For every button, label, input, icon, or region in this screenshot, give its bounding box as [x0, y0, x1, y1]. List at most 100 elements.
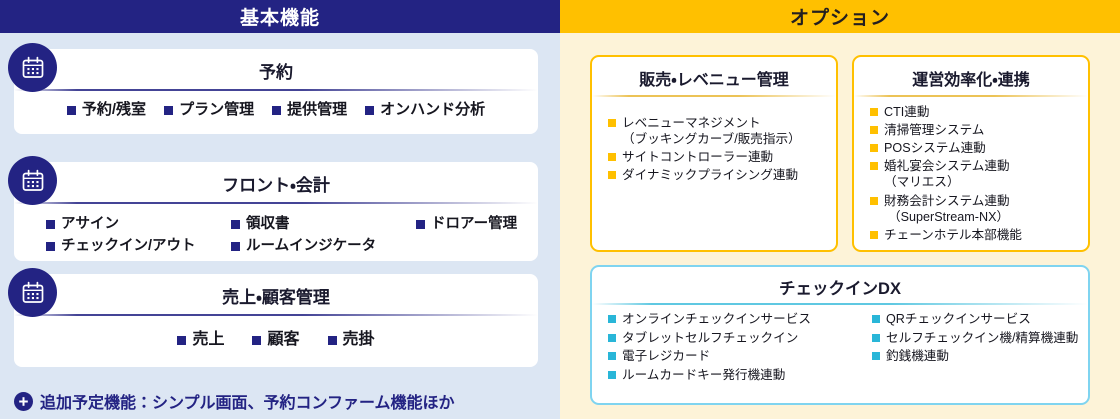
list-item: 電子レジカード — [608, 348, 868, 364]
card-title-checkin-dx: チェックインDX — [779, 280, 901, 298]
card-title-sales-customer: 売上・顧客管理 — [222, 288, 330, 307]
square-bullet-icon — [608, 370, 616, 379]
square-bullet-icon — [164, 106, 174, 115]
list-item: レベニューマネジメント （ブッキングカーブ/販売指示） — [608, 115, 826, 147]
list-item-label: CTI連動 — [884, 105, 930, 119]
square-bullet-icon — [252, 336, 262, 345]
list-item-main: 財務会計システム連動 — [884, 193, 1010, 208]
square-bullet-icon — [365, 106, 375, 115]
square-bullet-icon — [177, 336, 187, 345]
list-item: 予約/残室 — [66, 100, 147, 119]
calendar-icon — [8, 268, 57, 317]
square-bullet-icon — [608, 119, 616, 127]
list-item-label: オンラインチェックインサービス — [622, 312, 811, 326]
list-item: オンラインチェックインサービス — [608, 311, 868, 327]
list-item: 財務会計システム連動 （SuperStream-NX） — [870, 193, 1078, 225]
feature-list-reservation: 予約/残室 プラン管理 提供管理 オンハンド分析 — [28, 100, 524, 119]
list-item-label: POSシステム連動 — [884, 141, 986, 156]
square-bullet-icon — [327, 336, 337, 345]
card-title-operational-efficiency: 運営効率化・連携 — [912, 72, 1030, 89]
square-bullet-icon — [608, 315, 616, 323]
square-bullet-icon — [608, 171, 616, 180]
list-item-sub: （マリエス） — [884, 175, 960, 190]
list-item: チェックイン/アウト — [46, 237, 231, 256]
list-item: セルフチェックイン機/精算機連動 — [872, 330, 1080, 346]
card-checkin-dx[interactable]: チェックインDX オンラインチェックインサービス タブレットセルフチェックイン … — [590, 265, 1090, 405]
square-bullet-icon — [46, 241, 55, 251]
list-item-main: レベニューマネジメント — [622, 116, 761, 130]
list-item: QRチェックインサービス — [872, 311, 1080, 327]
upcoming-features-text: 追加予定機能：シンプル画面、予約コンファーム機能ほか — [40, 395, 455, 412]
list-item-sub: （ブッキングカーブ/販売指示） — [622, 132, 801, 147]
card-reservation[interactable]: 予約 予約/残室 プラン管理 提供管理 — [8, 43, 538, 134]
checkin-dx-lists: オンラインチェックインサービス タブレットセルフチェックイン 電子レジカード ル… — [592, 305, 1088, 391]
list-item-label: 財務会計システム連動 （SuperStream-NX） — [884, 193, 1010, 225]
card-divider — [854, 95, 1088, 97]
card-front-accounting[interactable]: フロント・会計 アサイン 領収書 ドロアー管理 — [8, 156, 538, 261]
list-item-label: ルームインジケータ — [246, 237, 377, 254]
list-item-label: 領収書 — [246, 216, 290, 232]
list-item-sub: （SuperStream-NX） — [888, 209, 1010, 224]
list-item-label: 提供管理 — [287, 101, 348, 118]
card-operational-efficiency[interactable]: 運営効率化・連携 CTI連動 清掃管理システム POSシステム連動 — [852, 55, 1090, 252]
list-item-label: 釣銭機連動 — [886, 349, 949, 364]
list-item: 婚礼宴会システム連動 （マリエス） — [870, 158, 1078, 190]
list-item: 釣銭機連動 — [872, 348, 1080, 364]
checkin-dx-column-right: QRチェックインサービス セルフチェックイン機/精算機連動 釣銭機連動 — [872, 311, 1080, 385]
list-item: 売上 — [177, 330, 224, 350]
list-item-label: 予約/残室 — [81, 101, 147, 118]
card-divider — [592, 95, 836, 97]
option-list-sales-revenue: レベニューマネジメント （ブッキングカーブ/販売指示） サイトコントローラー連動… — [592, 97, 836, 193]
upcoming-features-note: 追加予定機能：シンプル画面、予約コンファーム機能ほか — [14, 389, 455, 413]
list-item: 顧客 — [252, 330, 300, 350]
square-bullet-icon — [231, 220, 240, 229]
square-bullet-icon — [416, 220, 425, 229]
option-list-operational-efficiency: CTI連動 清掃管理システム POSシステム連動 婚礼宴会システム連動 （マリエ… — [854, 97, 1088, 253]
list-item: 提供管理 — [272, 100, 347, 119]
card-sales-revenue-management[interactable]: 販売・レベニュー管理 レベニューマネジメント （ブッキングカーブ/販売指示） サ… — [590, 55, 838, 252]
card-divider — [592, 303, 1088, 305]
list-item: サイトコントローラー連動 — [608, 149, 826, 165]
list-item-label: 顧客 — [267, 331, 300, 348]
square-bullet-icon — [46, 220, 55, 229]
square-bullet-icon — [870, 108, 878, 116]
options-header: オプション — [560, 0, 1120, 33]
list-item-label: オンハンド分析 — [380, 101, 486, 118]
list-item-label: レベニューマネジメント （ブッキングカーブ/販売指示） — [622, 115, 801, 147]
list-item: オンハンド分析 — [365, 100, 485, 119]
list-item-label: 清掃管理システム — [884, 123, 985, 138]
square-bullet-icon — [272, 106, 282, 115]
list-item-label: チェーンホテル本部機能 — [884, 227, 1022, 242]
square-bullet-icon — [608, 153, 616, 162]
square-bullet-icon — [870, 196, 878, 205]
list-item: タブレットセルフチェックイン — [608, 330, 868, 346]
list-item-label: 売掛 — [342, 331, 375, 348]
plus-circle-icon — [14, 391, 33, 411]
list-item-label: 婚礼宴会システム連動 （マリエス） — [884, 158, 1010, 190]
square-bullet-icon — [872, 352, 880, 361]
list-item: ドロアー管理 — [416, 215, 524, 234]
list-item-label: 売上 — [192, 331, 225, 348]
card-sales-customer[interactable]: 売上・顧客管理 売上 顧客 売掛 — [8, 268, 538, 367]
list-item: 売掛 — [327, 330, 375, 350]
list-item-label: セルフチェックイン機/精算機連動 — [886, 330, 1079, 345]
card-divider — [14, 89, 538, 91]
square-bullet-icon — [66, 106, 76, 115]
square-bullet-icon — [870, 230, 878, 239]
basic-features-header: 基本機能 — [0, 0, 560, 33]
card-body-reservation: 予約/残室 プラン管理 提供管理 オンハンド分析 — [14, 91, 538, 129]
list-item: チェーンホテル本部機能 — [870, 227, 1078, 243]
card-body-sales-customer: 売上 顧客 売掛 — [14, 316, 538, 360]
square-bullet-icon — [870, 126, 878, 135]
calendar-icon — [8, 156, 57, 205]
list-item-label: ダイナミックプライシング連動 — [622, 168, 799, 183]
basic-features-column: 基本機能 予約 — [0, 0, 560, 419]
card-divider — [14, 202, 538, 204]
square-bullet-icon — [870, 144, 878, 153]
list-item: アサイン — [46, 215, 231, 234]
square-bullet-icon — [872, 315, 880, 323]
square-bullet-icon — [231, 241, 240, 251]
list-item-label: タブレットセルフチェックイン — [622, 330, 799, 345]
list-item: ダイナミックプライシング連動 — [608, 167, 826, 183]
